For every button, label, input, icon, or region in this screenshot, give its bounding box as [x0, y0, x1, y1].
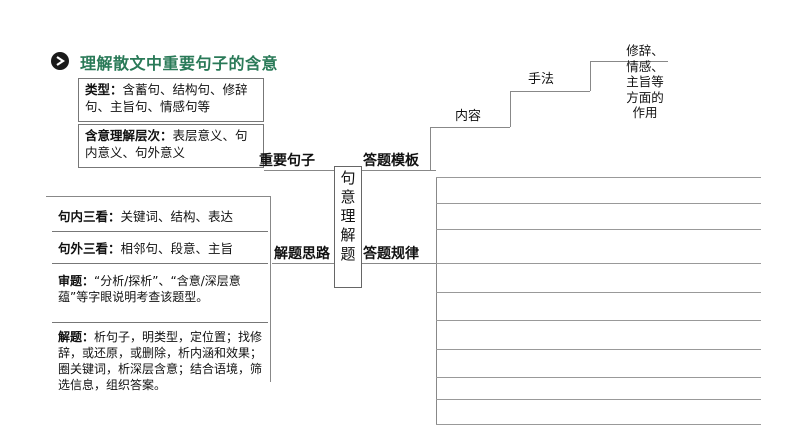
inner-look-text: 关键词、结构、表达 [120, 209, 234, 224]
arrow-bullet-icon [51, 52, 69, 70]
center-char: 理 [340, 207, 356, 225]
stair-line [510, 91, 511, 127]
solve-text: 析句子，明类型，定位置；找修辞，或还原，或删除，析内涵和效果；圈关键词，析深层含… [58, 330, 263, 392]
rule-bracket-line [436, 177, 437, 425]
stair-line [430, 127, 510, 128]
connector-line [362, 170, 436, 171]
rule-line [436, 377, 761, 378]
levels-box: 含意理解层次：表层意义、句内意义、句外意义 [78, 124, 264, 168]
review-label: 审题： [58, 274, 95, 288]
connector-line [46, 196, 270, 197]
solve-label: 解题： [58, 330, 95, 344]
node-answer-rule: 答题规律 [363, 246, 419, 262]
rule-line [436, 177, 761, 178]
center-vertical-box: 句 意 理 解 题 [334, 166, 362, 288]
rule-line [436, 203, 761, 204]
step-content: 内容 [455, 109, 482, 124]
stair-line [590, 61, 668, 62]
stair-line [590, 61, 591, 91]
types-box: 类型：含蓄句、结构句、修辞句、主旨句、情感句等 [78, 78, 264, 122]
step-method: 手法 [528, 72, 555, 87]
levels-label: 含意理解层次： [85, 128, 173, 143]
node-thinking: 解题思路 [274, 246, 330, 262]
connector-line [362, 263, 436, 264]
stair-line [430, 127, 431, 170]
center-char: 题 [340, 245, 356, 263]
node-important-sentence: 重要句子 [259, 153, 315, 169]
center-char: 句 [340, 169, 356, 187]
types-text: 含蓄句、结构句、修辞句、主旨句、情感句等 [85, 82, 248, 114]
rule-line [436, 399, 761, 400]
levels-text: 表层意义、句内意义、句外意义 [85, 128, 248, 160]
types-label: 类型： [85, 82, 123, 97]
review-text: “分析/探析”、“含意/深层意蕴”等字眼说明考查该题型。 [58, 274, 241, 304]
center-char: 解 [340, 226, 356, 244]
node-answer-template: 答题模板 [363, 153, 419, 169]
rule-line [436, 349, 761, 350]
rule-line [436, 320, 761, 321]
connector-line [270, 196, 271, 382]
center-char: 意 [340, 188, 356, 206]
rule-line [436, 424, 761, 425]
outer-look-label: 句外三看： [58, 241, 121, 256]
review-box: 审题：“分析/探析”、“含意/深层意蕴”等字眼说明考查该题型。 [52, 271, 268, 323]
connector-line [272, 263, 334, 264]
outer-look-box: 句外三看：相邻句、段意、主旨 [52, 238, 268, 264]
inner-look-box: 句内三看：关键词、结构、表达 [52, 206, 268, 232]
inner-look-label: 句内三看： [58, 209, 121, 224]
step-rhetoric: 修辞、情感、主旨等方面的作用 [626, 43, 664, 120]
page-title: 理解散文中重要句子的含意 [80, 54, 279, 73]
connector-line [264, 170, 334, 171]
outer-look-text: 相邻句、段意、主旨 [120, 241, 234, 256]
rule-line [436, 229, 761, 230]
rule-line [436, 292, 761, 293]
stair-line [510, 91, 590, 92]
rule-line [436, 263, 761, 264]
solve-box: 解题：析句子，明类型，定位置；找修辞，或还原，或删除，析内涵和效果；圈关键词，析… [52, 327, 270, 417]
